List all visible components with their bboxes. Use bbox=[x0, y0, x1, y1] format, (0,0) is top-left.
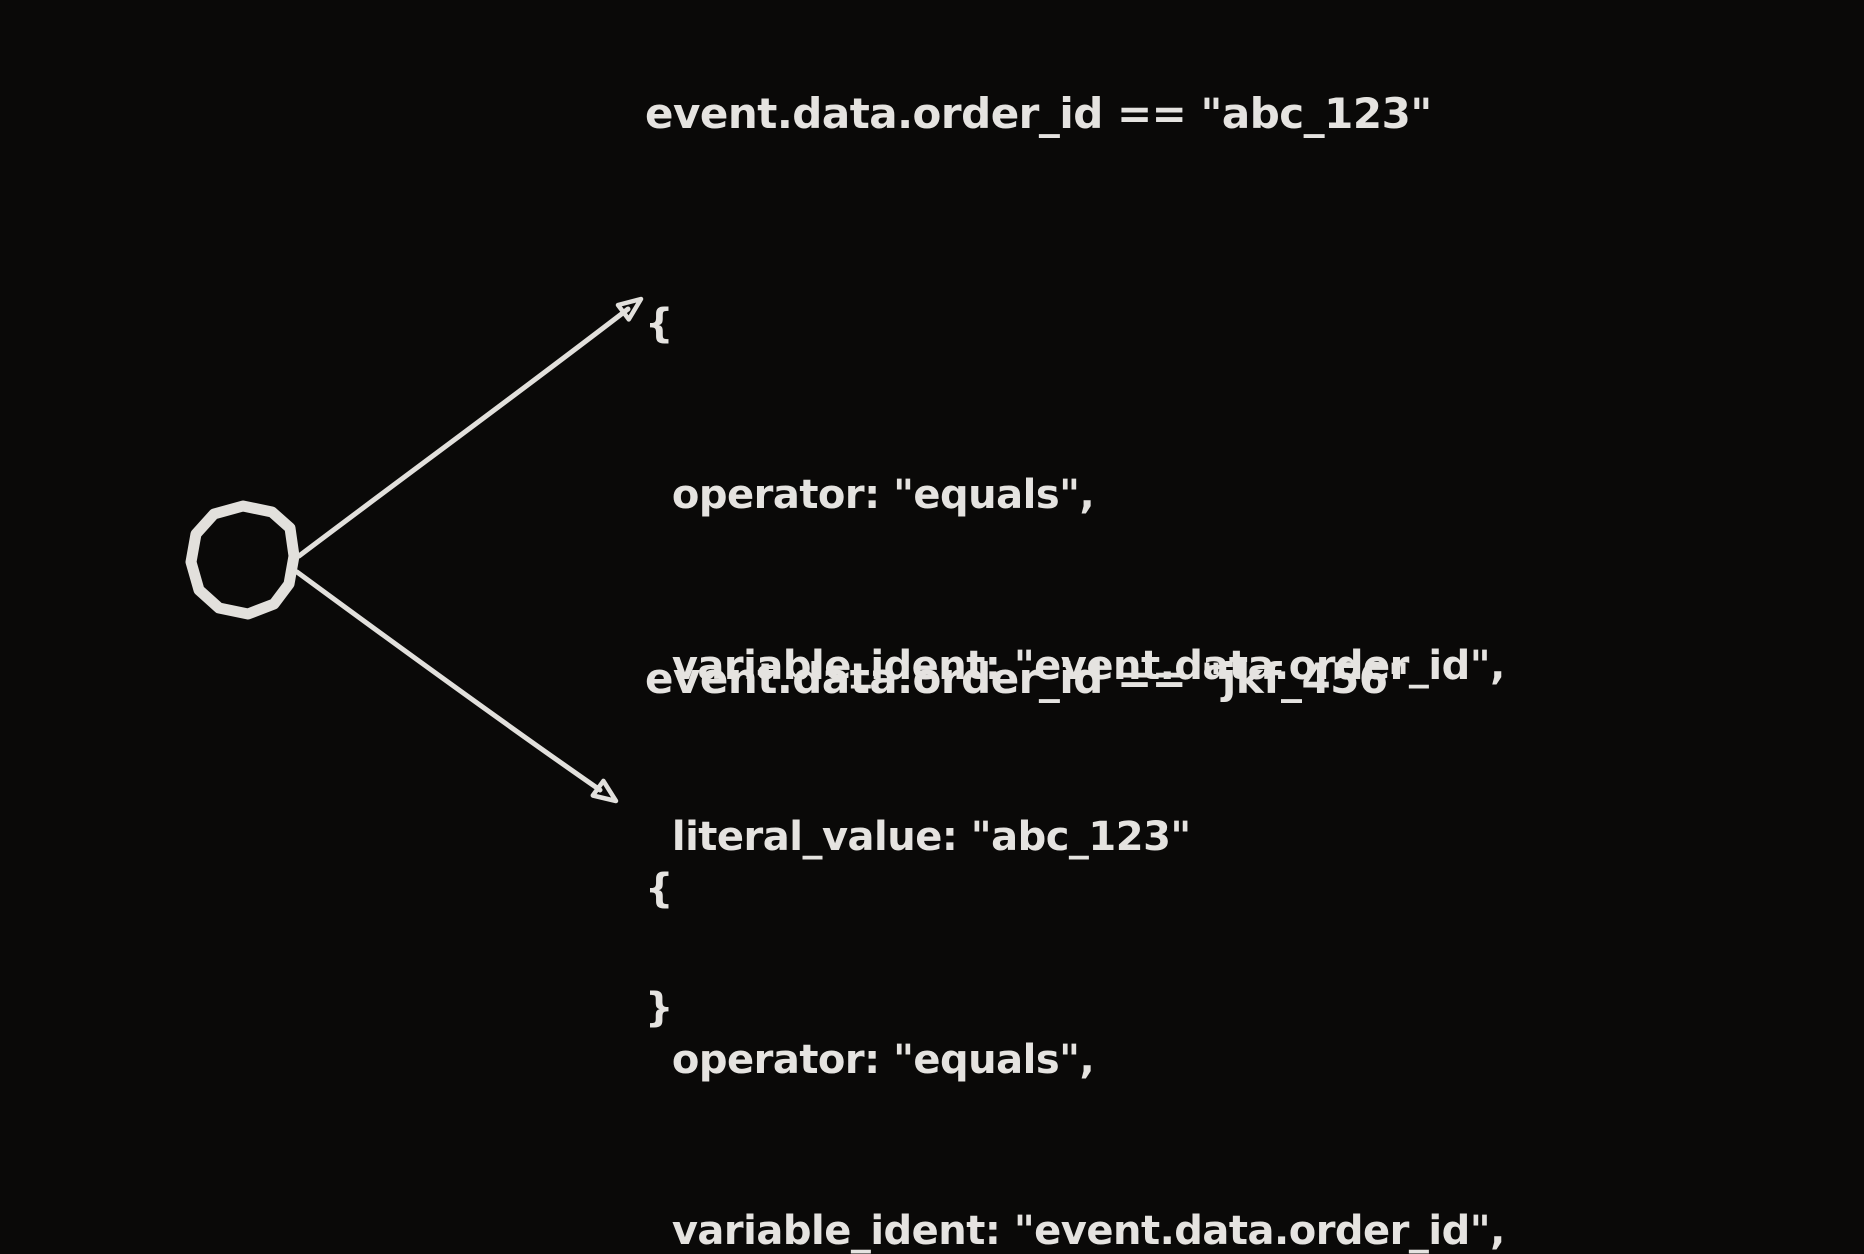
code-line: operator: "equals", bbox=[645, 472, 1095, 518]
code-line: { bbox=[645, 866, 673, 912]
condition-json-block: { operator: "equals", variable_ident: "e… bbox=[645, 747, 1505, 1254]
code-line: } bbox=[645, 985, 673, 1031]
branch-condition-jkf-456[interactable]: event.data.order_id == "jkf_456" { opera… bbox=[645, 655, 1505, 1254]
code-line: operator: "equals", bbox=[645, 1037, 1095, 1083]
code-line: variable_ident: "event.data.order_id", bbox=[645, 643, 1505, 689]
code-line: literal_value: "abc_123" bbox=[645, 814, 1191, 860]
condition-json-block: { operator: "equals", variable_ident: "e… bbox=[645, 182, 1505, 1151]
arrow-top-shaft[interactable] bbox=[296, 306, 631, 559]
condition-expression: event.data.order_id == "abc_123" bbox=[645, 89, 1432, 138]
circle-node[interactable] bbox=[185, 500, 300, 620]
arrow-bottom-head-icon bbox=[590, 778, 619, 804]
branch-condition-abc-123[interactable]: event.data.order_id == "abc_123" { opera… bbox=[645, 90, 1505, 1151]
code-line: { bbox=[645, 301, 673, 347]
arrow-bottom-shaft[interactable] bbox=[294, 569, 603, 793]
code-line: variable_ident: "event.data.order_id", bbox=[645, 1208, 1505, 1254]
arrow-top-head-icon bbox=[615, 296, 644, 322]
condition-expression: event.data.order_id == "jkf_456" bbox=[645, 654, 1410, 703]
